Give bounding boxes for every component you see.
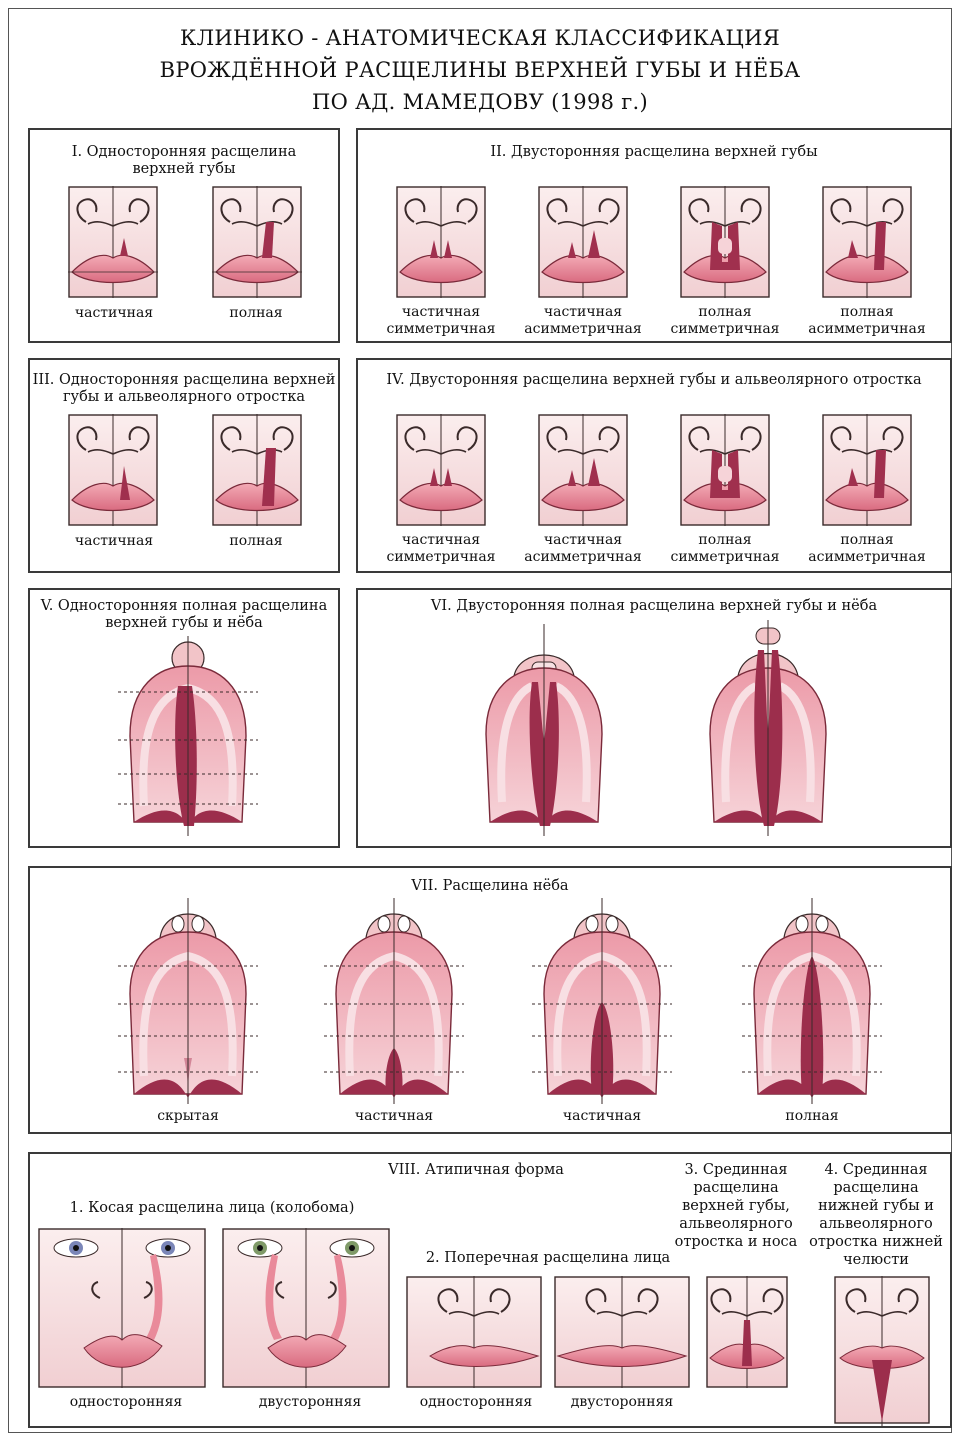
panel-3-label-1: частичная: [75, 533, 153, 550]
panel-2-figure-2: [538, 186, 628, 302]
page-title-line-2: ВРОЖДЁННОЙ РАСЩЕЛИНЫ ВЕРХНЕЙ ГУБЫ И НЁБА: [0, 56, 960, 84]
panel-4-label-2-1: частичная: [544, 532, 622, 549]
face-coloboma-bilateral: [222, 1228, 390, 1392]
median-upper-cleft: [706, 1276, 788, 1392]
panel-4-figure-1: [396, 414, 486, 530]
sub4-line-5: отростка нижней: [809, 1234, 943, 1251]
panel-7-label-3: частичная: [563, 1108, 641, 1125]
sub4-line-6: челюсти: [843, 1252, 909, 1269]
panel-2-title: II. Двусторонняя расщелина верхней губы: [490, 144, 817, 161]
panel-4-figure-4: [822, 414, 912, 530]
palate-bilateral-complete-1: [474, 624, 614, 840]
panel-2-label-3-2: симметричная: [670, 321, 779, 338]
panel-2-figure-4: [822, 186, 912, 302]
panel-2-figure-3: [680, 186, 770, 302]
panel-8-sub-1: 1. Косая расщелина лица (колобома): [70, 1200, 355, 1217]
panel-8-sub-2: 2. Поперечная расщелина лица: [426, 1250, 670, 1267]
panel-4-label-4-2: асимметричная: [808, 549, 925, 566]
palate-cleft-figure-2: [324, 898, 464, 1108]
lip-complete-unilateral: [212, 186, 302, 302]
panel-3-title-1: III. Односторонняя расщелина верхней: [33, 372, 336, 389]
palate-cleft-figure-4: [742, 898, 882, 1108]
sub3-line-5: отростка и носа: [675, 1234, 798, 1251]
panel-8-label-2: двусторонняя: [259, 1394, 361, 1411]
sub4-line-2: расщелина: [833, 1180, 918, 1197]
sub4-line-1: 4. Срединная: [824, 1162, 927, 1179]
panel-6-title: VI. Двусторонняя полная расщелина верхне…: [431, 598, 877, 615]
panel-4-label-1-2: симметричная: [386, 549, 495, 566]
page-title-line-1: КЛИНИКО - АНАТОМИЧЕСКАЯ КЛАССИФИКАЦИЯ: [0, 24, 960, 52]
lip-alveolar-complete-unilateral: [212, 414, 302, 530]
panel-4-label-1-1: частичная: [402, 532, 480, 549]
lip-partial-unilateral: [68, 186, 158, 302]
panel-2-label-2-2: асимметричная: [524, 321, 641, 338]
sub3-line-1: 3. Срединная: [684, 1162, 787, 1179]
panel-8-title: VIII. Атипичная форма: [388, 1162, 564, 1179]
face-transverse-unilateral: [406, 1276, 542, 1392]
panel-3-label-2: полная: [229, 533, 282, 550]
panel-3-title-2: губы и альвеолярного отростка: [63, 389, 305, 406]
panel-8-label-4: двусторонняя: [571, 1394, 673, 1411]
panel-1-label-2: полная: [229, 305, 282, 322]
panel-5-title-1: V. Односторонняя полная расщелина: [41, 598, 327, 615]
sub4-line-4: альвеолярного: [819, 1216, 933, 1233]
face-transverse-bilateral: [554, 1276, 690, 1392]
panel-7-label-4: полная: [785, 1108, 838, 1125]
panel-4-title: IV. Двусторонняя расщелина верхней губы …: [386, 372, 921, 389]
panel-5-title-2: верхней губы и нёба: [105, 615, 263, 632]
panel-2-label-1-2: симметричная: [386, 321, 495, 338]
sub4-line-3: нижней губы и: [818, 1198, 934, 1215]
palate-cleft-figure-3: [532, 898, 672, 1108]
panel-7-title: VII. Расщелина нёба: [411, 878, 568, 895]
panel-2-label-4-2: асимметричная: [808, 321, 925, 338]
panel-4-label-4-1: полная: [840, 532, 893, 549]
panel-1-label-1: частичная: [75, 305, 153, 322]
panel-7-label-2: частичная: [355, 1108, 433, 1125]
palate-cleft-figure-1: [118, 898, 258, 1108]
palate-bilateral-complete-2: [698, 620, 838, 840]
panel-2-label-2-1: частичная: [544, 304, 622, 321]
lip-alveolar-partial-unilateral: [68, 414, 158, 530]
panel-2-figure-1: [396, 186, 486, 302]
panel-8-label-1: односторонняя: [70, 1394, 183, 1411]
panel-4-label-3-2: симметричная: [670, 549, 779, 566]
sub3-line-3: верхней губы,: [682, 1198, 790, 1215]
panel-4-label-2-2: асимметричная: [524, 549, 641, 566]
face-coloboma-unilateral: [38, 1228, 206, 1392]
page-title-line-3: ПО АД. МАМЕДОВУ (1998 г.): [0, 88, 960, 116]
sub3-line-2: расщелина: [693, 1180, 778, 1197]
panel-7-label-1: скрытая: [157, 1108, 219, 1125]
panel-type-6: [356, 588, 952, 848]
median-lower-cleft: [834, 1276, 930, 1430]
panel-2-label-3-1: полная: [698, 304, 751, 321]
panel-4-figure-3: [680, 414, 770, 530]
panel-4-figure-2: [538, 414, 628, 530]
panel-1-title-2: верхней губы: [132, 161, 235, 178]
panel-8-label-3: односторонняя: [420, 1394, 533, 1411]
panel-1-title-1: I. Односторонняя расщелина: [72, 144, 297, 161]
panel-2-label-1-1: частичная: [402, 304, 480, 321]
palate-unilateral-complete: [118, 636, 258, 840]
panel-4-label-3-1: полная: [698, 532, 751, 549]
sub3-line-4: альвеолярного: [679, 1216, 793, 1233]
panel-2-label-4-1: полная: [840, 304, 893, 321]
